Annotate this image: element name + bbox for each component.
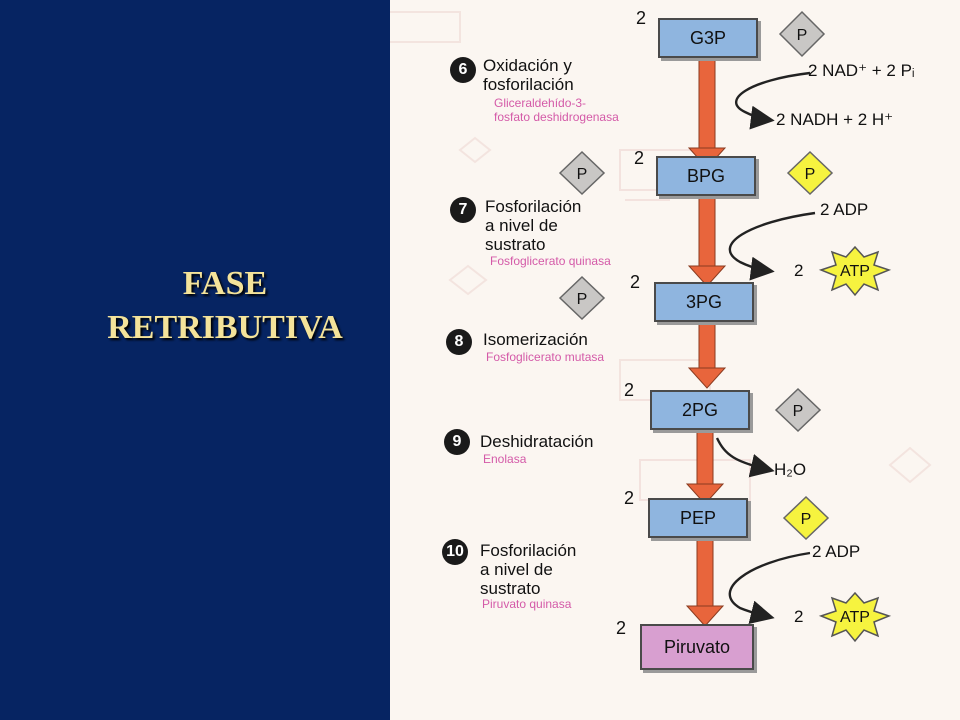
- step-7-enzyme: Fosfoglicerato quinasa: [490, 254, 611, 268]
- atp-coefficient-2: 2: [794, 607, 804, 626]
- phosphate-label: P: [805, 166, 816, 183]
- phosphate-label: P: [801, 511, 812, 528]
- bpg-coefficient: 2: [634, 148, 645, 168]
- phosphate-label: P: [797, 27, 808, 44]
- phosphate-diamond-icon: [558, 275, 606, 321]
- 2pg-coefficient: 2: [624, 380, 635, 400]
- step-9-label: Deshidratación: [480, 432, 594, 451]
- metabolite-g3p: G3P: [658, 18, 758, 58]
- step-8-label: Isomerización: [483, 330, 588, 349]
- step-8-enzyme: Fosfoglicerato mutasa: [486, 350, 605, 364]
- atp-label: ATP: [840, 263, 870, 280]
- step-10-number: 10: [442, 539, 468, 565]
- slide-title-line1: FASE: [182, 265, 268, 302]
- g3p-coefficient: 2: [636, 8, 647, 28]
- curved-arrow-icon: [715, 71, 816, 624]
- step-7-line1: Fosforilación: [485, 197, 582, 216]
- slide-title-line2: RETRIBUTIVA: [107, 309, 343, 346]
- atp-star-icon: [818, 245, 892, 643]
- step-8-number: 8: [446, 329, 472, 355]
- step-10-enzyme: Piruvato quinasa: [482, 597, 572, 611]
- main-arrow-icon: [685, 57, 727, 627]
- atp-coefficient-1: 2: [794, 261, 804, 280]
- phosphate-diamond-icon: [774, 387, 822, 433]
- nad-input: 2 NAD⁺ + 2 Pᵢ: [808, 61, 915, 80]
- step-6-enzyme-line1: Gliceraldehído-3-: [494, 96, 587, 110]
- nadh-output: 2 NADH + 2 H⁺: [776, 110, 894, 129]
- step-10-line2: a nivel de: [480, 560, 553, 579]
- metabolite-3pg: 3PG: [654, 282, 754, 322]
- step-7-line3: sustrato: [485, 235, 546, 254]
- pyruvate-coefficient: 2: [616, 618, 627, 638]
- step-10-label: Fosforilación a nivel de sustrato: [480, 541, 576, 598]
- metabolite-2pg: 2PG: [650, 390, 750, 430]
- glycolysis-diagram: P P P P P P ATP ATP 2 G3P 2 BPG 2 3PG 2 …: [390, 0, 960, 720]
- step-6-line2: fosforilación: [483, 75, 574, 94]
- phosphate-label: P: [793, 403, 804, 420]
- metabolite-bpg: BPG: [656, 156, 756, 196]
- step-7-label: Fosforilación a nivel de sustrato: [485, 197, 581, 254]
- step-7-line2: a nivel de: [485, 216, 558, 235]
- step-6-enzyme-line2: fosfato deshidrogenasa: [494, 110, 619, 124]
- step-6-line1: Oxidación y: [483, 56, 572, 75]
- water-output: H₂O: [774, 460, 807, 479]
- adp-input-1: 2 ADP: [820, 200, 869, 219]
- step-10-line1: Fosforilación: [480, 541, 577, 560]
- title-panel: [0, 0, 390, 720]
- phosphate-diamond-icon: [778, 10, 826, 58]
- phosphate-diamond-icon: [558, 150, 606, 196]
- step-6-enzyme: Gliceraldehído-3- fosfato deshidrogenasa: [494, 96, 619, 124]
- step-6-number: 6: [450, 57, 476, 83]
- metabolite-pyruvate: Piruvato: [640, 624, 754, 670]
- adp-input-2: 2 ADP: [812, 542, 861, 561]
- phosphate-label: P: [577, 166, 588, 183]
- metabolite-pep: PEP: [648, 498, 748, 538]
- 3pg-coefficient: 2: [630, 272, 641, 292]
- pep-coefficient: 2: [624, 488, 635, 508]
- atp-label: ATP: [840, 609, 870, 626]
- slide-title: FASE RETRIBUTIVA: [30, 262, 420, 350]
- phosphate-diamond-icon: [786, 150, 834, 196]
- step-9-enzyme: Enolasa: [483, 452, 527, 466]
- step-6-label: Oxidación y fosforilación: [483, 56, 574, 94]
- step-7-number: 7: [450, 197, 476, 223]
- phosphate-label: P: [577, 291, 588, 308]
- phosphate-diamond-icon: [782, 495, 830, 541]
- pathway-graphics: P P P P P P ATP ATP: [558, 10, 892, 643]
- step-10-line3: sustrato: [480, 579, 541, 598]
- step-9-number: 9: [444, 429, 470, 455]
